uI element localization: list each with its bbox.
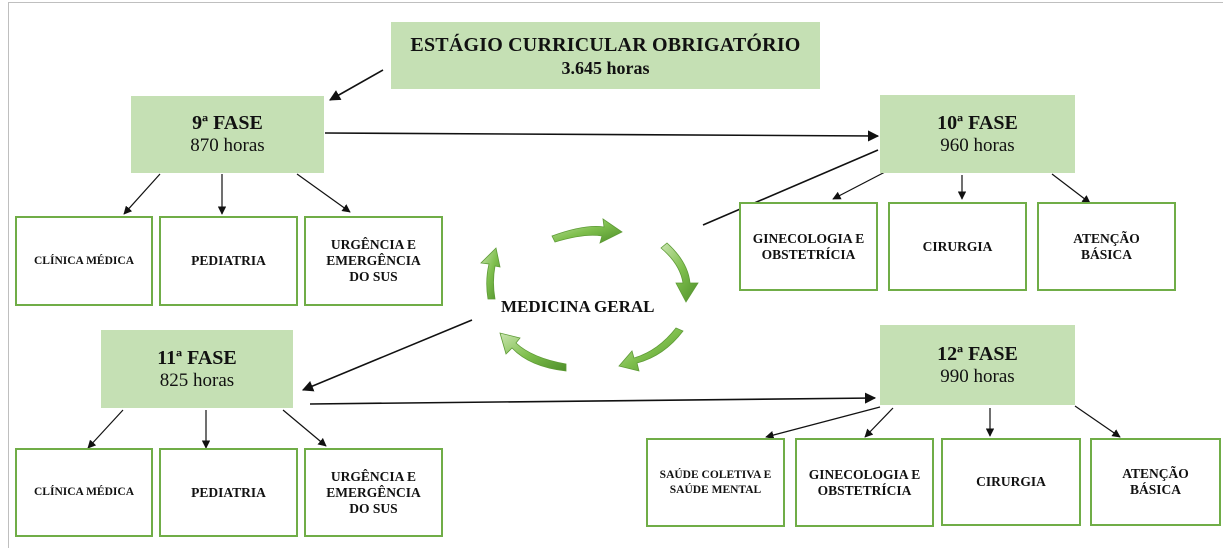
arrow-10-to-11 (702, 149, 879, 226)
area-label: SAÚDE COLETIVA E SAÚDE MENTAL (659, 468, 772, 496)
phase-12-box: 12ª FASE 990 horas (880, 325, 1075, 405)
area-label: CIRURGIA (976, 474, 1046, 489)
diagram-frame (8, 2, 1223, 548)
area-label: URGÊNCIA E EMERGÊNCIA DO SUS (326, 237, 421, 284)
phase-title: 11ª FASE (157, 346, 237, 369)
area-label: GINECOLOGIA E OBSTETRÍCIA (752, 230, 865, 262)
cycle-arrow-bottom-left (499, 332, 567, 372)
area-label: CLÍNICA MÉDICA (34, 254, 134, 267)
arrow-12-to-atencao (1074, 405, 1121, 438)
arrow-11-to-12 (309, 392, 877, 405)
main-hours: 3.645 horas (561, 57, 650, 78)
cycle-arrow-right (660, 242, 699, 303)
phase-9-box: 9ª FASE 870 horas (131, 96, 324, 173)
phase-title: 12ª FASE (937, 342, 1018, 365)
arrow-12-to-gineco (864, 407, 894, 438)
arrow-9-to-10 (324, 130, 880, 142)
arrow-9-to-clinica (123, 173, 161, 215)
area-box: URGÊNCIA E EMERGÊNCIA DO SUS (304, 216, 443, 306)
arrow-11-to-urgencia (282, 409, 327, 447)
arrow-main-to-9 (329, 69, 384, 101)
cycle-arrows (480, 218, 699, 372)
area-box: CLÍNICA MÉDICA (15, 448, 153, 537)
area-label: GINECOLOGIA E OBSTETRÍCIA (808, 466, 921, 498)
phase-title: 9ª FASE (192, 112, 263, 134)
area-box: CIRURGIA (888, 202, 1027, 291)
area-label: PEDIATRIA (191, 484, 266, 500)
area-label: ATENÇÃO BÁSICA (1122, 466, 1189, 497)
arrow-10-to-atencao (1051, 173, 1091, 204)
main-title: ESTÁGIO CURRICULAR OBRIGATÓRIO (410, 33, 801, 56)
phase-10-box: 10ª FASE 960 horas (880, 95, 1075, 173)
cycle-arrow-bottom-right (618, 327, 684, 372)
arrow-10-to-11-lower (301, 319, 473, 392)
area-box: ATENÇÃO BÁSICA (1037, 202, 1176, 291)
area-box: PEDIATRIA (159, 216, 298, 306)
cycle-arrow-left (480, 247, 501, 300)
arrow-9-to-urgencia (296, 173, 351, 213)
area-box: PEDIATRIA (159, 448, 298, 537)
area-label: CLÍNICA MÉDICA (34, 486, 134, 498)
area-label: PEDIATRIA (191, 253, 266, 268)
area-box: URGÊNCIA E EMERGÊNCIA DO SUS (304, 448, 443, 537)
arrow-11-to-clinica (87, 409, 124, 449)
area-label: CIRURGIA (922, 238, 993, 254)
cycle-arrow-top (551, 218, 623, 244)
arrow-10-to-gineco (832, 171, 886, 200)
area-box: GINECOLOGIA E OBSTETRÍCIA (795, 438, 934, 527)
phase-title: 10ª FASE (937, 111, 1018, 134)
phase-hours: 990 horas (940, 365, 1015, 387)
main-title-box: ESTÁGIO CURRICULAR OBRIGATÓRIO 3.645 hor… (391, 22, 820, 89)
area-box: CLÍNICA MÉDICA (15, 216, 153, 306)
area-box: SAÚDE COLETIVA E SAÚDE MENTAL (646, 438, 785, 527)
phase-hours: 825 horas (159, 369, 235, 391)
area-box: CIRURGIA (941, 438, 1081, 526)
phase-11-box: 11ª FASE 825 horas (101, 330, 293, 408)
phase-hours: 960 horas (940, 134, 1015, 156)
area-label: ATENÇÃO BÁSICA (1073, 230, 1140, 262)
arrow-12-to-saude (765, 406, 881, 440)
phase-hours: 870 horas (190, 135, 265, 156)
area-box: GINECOLOGIA E OBSTETRÍCIA (739, 202, 878, 291)
center-label: MEDICINA GERAL (501, 297, 655, 316)
area-label: URGÊNCIA E EMERGÊNCIA DO SUS (326, 468, 421, 516)
area-box: ATENÇÃO BÁSICA (1090, 438, 1221, 526)
